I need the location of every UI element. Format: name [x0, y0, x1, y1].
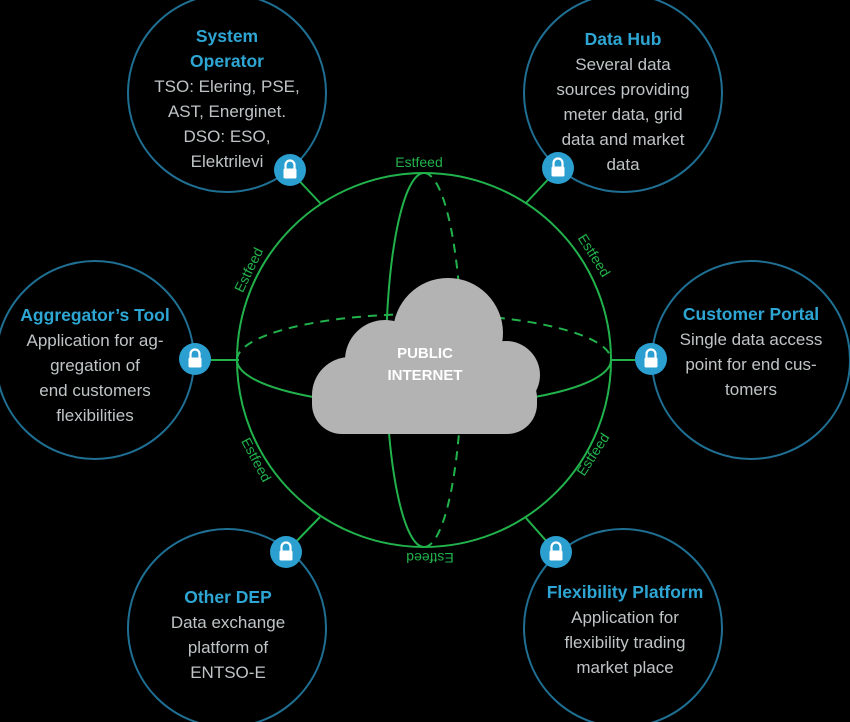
node-body-line: data and market: [561, 130, 685, 149]
lock-icon: [540, 536, 572, 568]
node-body-line: flexibility trading: [564, 633, 686, 652]
estfeed-label-top: Estfeed: [395, 154, 442, 170]
node-title-line: Data Hub: [584, 29, 662, 49]
node-body: Several data sources providing meter dat…: [523, 52, 723, 177]
node-body-line: Application for: [571, 608, 679, 627]
node-body: Data exchange platform of ENTSO-E: [130, 610, 326, 685]
lock-icon: [179, 343, 211, 375]
node-title-line: Customer Portal: [682, 304, 820, 324]
estfeed-label-lower-right: Estfeed: [573, 430, 612, 479]
node-title: Other DEP: [130, 585, 326, 610]
node-body-line: end customers: [39, 381, 151, 400]
node-customer-portal: Customer Portal Single data access point…: [658, 302, 844, 402]
node-body: Single data access point for end cus- to…: [658, 327, 844, 402]
lock-icon: [274, 154, 306, 186]
estfeed-label-bottom: Estfeed: [406, 550, 453, 566]
lock-icon: [270, 536, 302, 568]
cloud-label-line: INTERNET: [387, 367, 463, 384]
node-title-line: System: [195, 26, 259, 46]
node-body-line: point for end cus-: [685, 355, 817, 374]
node-body-line: Elektrilevi: [190, 152, 264, 171]
node-body-line: AST, Energinet.: [167, 102, 287, 121]
cloud-label-line: PUBLIC: [397, 345, 453, 362]
node-title: Flexibility Platform: [527, 580, 723, 605]
node-data-hub: Data Hub Several data sources providing …: [523, 27, 723, 177]
node-body-line: Several data: [575, 55, 671, 74]
ring-flexibility-platform: [523, 528, 723, 722]
ring-system-operator: [127, 0, 327, 193]
node-title: Data Hub: [523, 27, 723, 52]
node-body-line: sources providing: [556, 80, 690, 99]
node-body: TSO: Elering, PSE, AST, Energinet. DSO: …: [127, 74, 327, 174]
node-body-line: Single data access: [679, 330, 823, 349]
node-system-operator: System Operator TSO: Elering, PSE, AST, …: [127, 24, 327, 174]
ring-other-dep: [127, 528, 327, 722]
node-title: Aggregator’s Tool: [2, 303, 188, 328]
cloud-icon: [312, 278, 540, 434]
node-aggregators-tool: Aggregator’s Tool Application for ag- gr…: [2, 303, 188, 428]
ring-data-hub: [523, 0, 723, 193]
lock-icon: [635, 343, 667, 375]
lock-badges: [179, 152, 667, 568]
lock-icon: [542, 152, 574, 184]
node-body-line: ENTSO-E: [190, 663, 266, 682]
node-title: System Operator: [127, 24, 327, 74]
node-title-line: Other DEP: [184, 587, 272, 607]
node-body: Application for ag- gregation of end cus…: [2, 328, 188, 428]
node-title-line: Aggregator’s Tool: [20, 305, 170, 325]
node-body-line: market place: [576, 658, 674, 677]
node-body-line: flexibilities: [56, 406, 134, 425]
node-body-line: Data exchange: [170, 613, 286, 632]
node-body-line: Application for ag-: [26, 331, 164, 350]
estfeed-label-upper-right: Estfeed: [575, 231, 614, 280]
node-title-line: Flexibility Platform: [546, 582, 704, 602]
node-flexibility-platform: Flexibility Platform Application for fle…: [527, 580, 723, 680]
estfeed-label-lower-left: Estfeed: [238, 435, 274, 484]
node-body: Application for flexibility trading mark…: [527, 605, 723, 680]
node-title-line: Operator: [190, 51, 264, 71]
node-body-line: meter data, grid: [563, 105, 683, 124]
node-body-line: gregation of: [50, 356, 140, 375]
node-body-line: TSO: Elering, PSE,: [154, 77, 300, 96]
node-body-line: platform of: [187, 638, 269, 657]
node-body-line: tomers: [725, 380, 777, 399]
node-title: Customer Portal: [658, 302, 844, 327]
node-body-line: data: [606, 155, 640, 174]
node-body-line: DSO: ESO,: [183, 127, 271, 146]
cloud-label: PUBLIC INTERNET: [355, 343, 495, 387]
node-other-dep: Other DEP Data exchange platform of ENTS…: [130, 585, 326, 685]
